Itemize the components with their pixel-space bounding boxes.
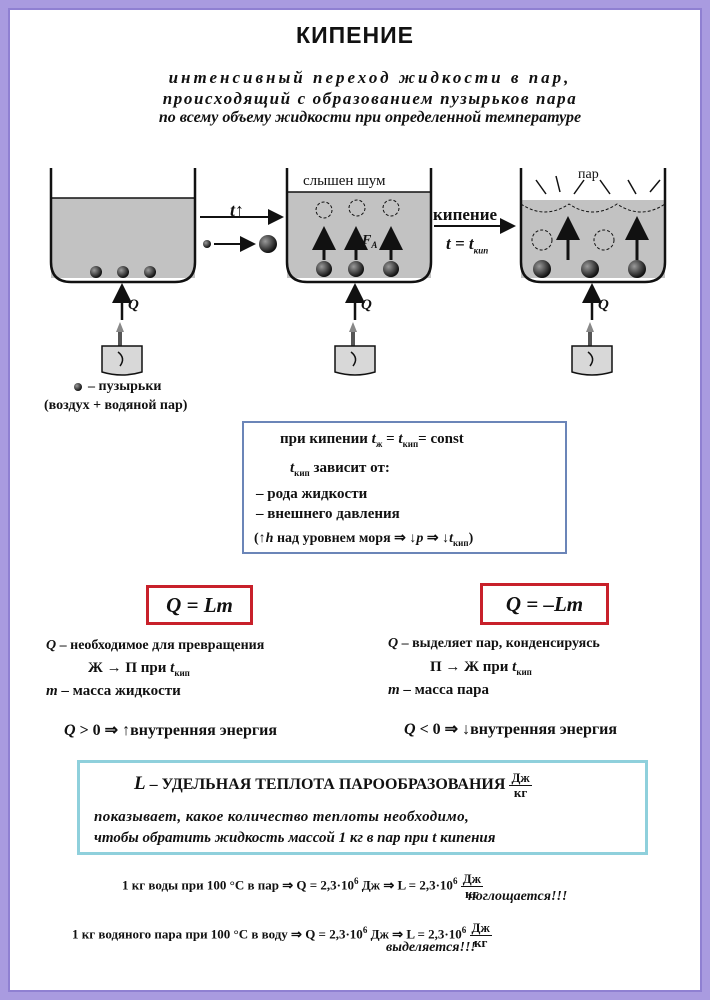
vessel-initial xyxy=(49,168,197,284)
archimedes-force-label: FA xyxy=(362,233,378,250)
heating-label: t↑ xyxy=(230,200,245,220)
latent-heat-desc-2: чтобы обратить жидкость массой 1 кг в па… xyxy=(94,830,496,846)
right-desc-2: П → Ж при tкип xyxy=(430,659,532,677)
page-title: КИПЕНИЕ xyxy=(296,22,414,48)
burner-icon xyxy=(334,322,376,376)
definition-line-1: интенсивный переход жидкости в пар, xyxy=(168,68,572,87)
heat-label: Q xyxy=(598,297,609,313)
boiling-label: кипение xyxy=(433,205,498,224)
example-2-note: выделяется!!! xyxy=(386,940,476,955)
heat-arrows xyxy=(112,283,602,320)
vessel-heated xyxy=(285,168,433,284)
example-1-note: поглощается!!! xyxy=(468,889,568,904)
left-energy-condition: Q > 0 ⇒ ↑внутренняя энергия xyxy=(64,722,278,739)
definition-line-2: происходящий с образованием пузырьков па… xyxy=(162,89,578,108)
burner-icon xyxy=(101,322,143,376)
vapor-label: пар xyxy=(578,167,599,182)
info-item-1: – рода жидкости xyxy=(256,486,368,502)
legend-bubble-icon xyxy=(74,383,82,391)
info-line-1: при кипении tж = tкип= const xyxy=(280,431,464,449)
vessel-boiling xyxy=(519,168,667,284)
burner-icon xyxy=(571,322,613,376)
left-desc-1: Q – необходимое для превращения xyxy=(46,638,265,653)
right-desc-1: Q – выделяет пар, конденсируясь xyxy=(388,636,600,651)
definition-line-3: по всему объему жидкости при определенно… xyxy=(158,109,582,126)
left-desc-3: m – масса жидкости xyxy=(46,683,181,699)
boiling-diagram xyxy=(49,168,667,391)
right-desc-3: m – масса пара xyxy=(388,682,490,698)
left-desc-2: Ж → П при tкип xyxy=(88,660,190,678)
latent-heat-desc-1: показывает, какое количество теплоты нео… xyxy=(94,809,470,825)
noise-label: слышен шум xyxy=(303,173,386,189)
boiling-temperature-label: t = tкип xyxy=(446,234,489,256)
condensation-formula: Q = –Lm xyxy=(480,583,609,625)
right-energy-condition: Q < 0 ⇒ ↓внутренняя энергия xyxy=(404,721,618,738)
heating-arrow xyxy=(200,209,284,253)
legend-text: – пузырьки xyxy=(88,379,162,394)
example-1: 1 кг воды при 100 °С в пар ⇒ Q = 2,3·106… xyxy=(122,871,484,901)
info-item-2: – внешнего давления xyxy=(256,506,400,522)
heat-label: Q xyxy=(128,297,139,313)
example-2: 1 кг водяного пара при 100 °С в воду ⇒ Q… xyxy=(72,920,492,950)
legend-text-2: (воздух + водяной пар) xyxy=(44,398,188,413)
heat-label: Q xyxy=(361,297,372,313)
vaporization-formula: Q = Lm xyxy=(146,585,253,625)
info-line-5: (↑h над уровнем моря ⇒ ↓p ⇒ ↓tкип) xyxy=(254,531,474,548)
info-line-2: tкип зависит от: xyxy=(290,460,390,478)
page-frame xyxy=(8,8,702,992)
boiling-temperature-box: при кипении tж = tкип= const tкип зависи… xyxy=(242,421,567,554)
